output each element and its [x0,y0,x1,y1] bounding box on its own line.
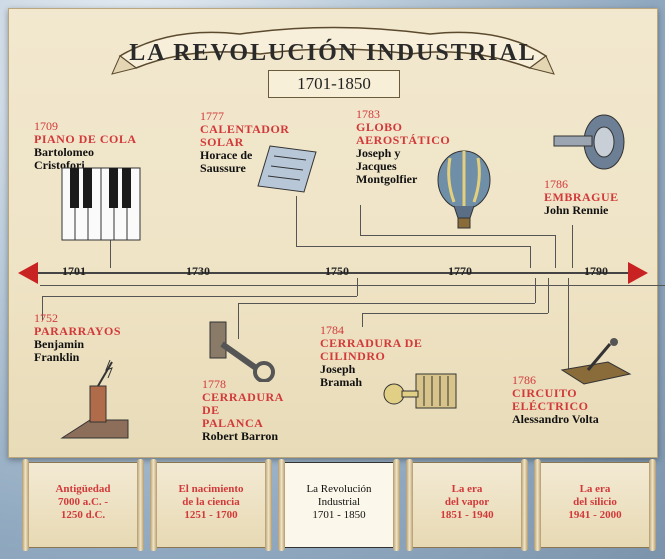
event-cerradura-de-palanca[interactable]: 1778 CERRADURA DE PALANCA Robert Barron [202,378,312,443]
page-title: LA REVOLUCIÓN INDUSTRIAL [129,40,537,66]
event-name: PARARRAYOS [34,324,122,338]
event-name: GLOBO AEROSTÁTICO [356,120,451,147]
connector-line [555,235,556,268]
era-label-line: 7000 a.C. - [57,496,109,508]
era-label-line: La era [451,483,483,495]
connector-line [296,246,530,247]
era-antiguedad-button[interactable]: Antigüedad 7000 a.C. - 1250 d.C. [22,459,144,551]
connector-line [360,235,555,236]
era-revolucion-industrial-button[interactable]: La Revolución Industrial 1701 - 1850 [278,459,400,551]
era-label-line: 1851 - 1940 [440,509,494,521]
era-silicio-button[interactable]: La era del silicio 1941 - 2000 [534,459,656,551]
tick-1790: 1790 [584,264,608,278]
event-name: CIRCUITO ELÉCTRICO [512,386,589,413]
event-person: Robert Barron [202,429,279,443]
connector-line [572,225,573,268]
era-label-line: del silicio [573,496,617,508]
event-year: 1783 [356,107,380,121]
event-person: Benjamin Franklin [34,337,85,364]
connector-line [362,313,363,327]
event-cerradura-de-cilindro[interactable]: 1784 CERRADURA DE CILINDRO Joseph Bramah [320,324,450,389]
connector-line [238,303,239,339]
scroll-left-arrow-icon[interactable] [18,262,38,284]
piano-keys-icon [61,167,141,241]
era-label-line: de la ciencia [182,496,240,508]
event-name: CERRADURA DE CILINDRO [320,336,423,363]
event-pararrayos[interactable]: 1752 PARARRAYOS Benjamin Franklin [34,312,144,364]
connector-line [362,313,548,314]
event-person: Joseph y Jacques Montgolfier [356,146,418,186]
connector-line [42,296,357,297]
years-label: 1701-1850 [268,70,400,98]
tick-1730: 1730 [186,264,210,278]
connector-line [535,278,536,303]
event-year: 1752 [34,311,58,325]
solar-heater-icon [257,145,317,193]
clutch-icon [553,114,625,170]
era-label-line: Industrial [317,496,361,508]
event-year: 1777 [200,109,224,123]
connector-line [548,278,549,313]
tick-1701: 1701 [62,264,86,278]
tick-1750: 1750 [325,264,349,278]
era-label-line: Antigüedad [55,483,111,495]
event-circuito-electrico[interactable]: 1786 CIRCUITO ELÉCTRICO Alessandro Volta [512,374,642,426]
event-person: Joseph Bramah [320,362,362,389]
timeline-lower-rule [40,285,665,286]
era-label-line: 1251 - 1700 [184,509,238,521]
event-person: John Rennie [544,203,609,217]
event-name: CALENTADOR SOLAR [200,122,290,149]
event-name: EMBRAGUE [544,190,619,204]
connector-line [296,196,297,246]
connector-line [568,278,569,370]
scroll-right-arrow-icon[interactable] [628,262,648,284]
event-year: 1709 [34,119,58,133]
connector-line [360,205,361,235]
event-person: Alessandro Volta [512,412,599,426]
event-year: 1786 [512,373,536,387]
era-nacimiento-ciencia-button[interactable]: El nacimiento de la ciencia 1251 - 1700 [150,459,272,551]
lightning-rod-icon [60,359,129,439]
hot-air-balloon-icon [437,150,491,229]
event-year: 1784 [320,323,344,337]
event-piano-de-cola[interactable]: 1709 PIANO DE COLA Bartolomeo Cristofori [34,120,144,172]
event-name: PIANO DE COLA [34,132,137,146]
era-vapor-button[interactable]: La era del vapor 1851 - 1940 [406,459,528,551]
event-name: CERRADURA DE PALANCA [202,390,284,430]
timeline-axis [30,272,630,274]
event-person: Horace de Saussure [200,148,253,175]
tick-1770: 1770 [448,264,472,278]
event-globo-aerostatico[interactable]: 1783 GLOBO AEROSTÁTICO Joseph y Jacques … [356,108,476,186]
era-label-line: La Revolución [306,483,372,495]
era-label-line: 1941 - 2000 [568,509,622,521]
event-calentador-solar[interactable]: 1777 CALENTADOR SOLAR Horace de Saussure [200,110,290,175]
electric-circuit-icon [560,338,632,385]
event-year: 1778 [202,377,226,391]
era-label-line: 1250 d.C. [60,509,106,521]
event-person: Bartolomeo Cristofori [34,145,94,172]
connector-line [238,303,535,304]
event-embrague[interactable]: 1786 EMBRAGUE John Rennie [544,178,644,217]
connector-line [357,278,358,296]
connector-line [530,246,531,268]
connector-line [110,240,111,268]
event-year: 1786 [544,177,568,191]
lever-lock-key-icon [209,321,275,382]
cylinder-lock-icon [383,373,457,409]
era-label-line: El nacimiento [178,483,244,495]
era-label-line: La era [579,483,611,495]
connector-line [42,296,43,320]
era-label-line: del vapor [444,496,490,508]
title-banner [111,26,555,75]
era-label-line: 1701 - 1850 [312,509,366,521]
